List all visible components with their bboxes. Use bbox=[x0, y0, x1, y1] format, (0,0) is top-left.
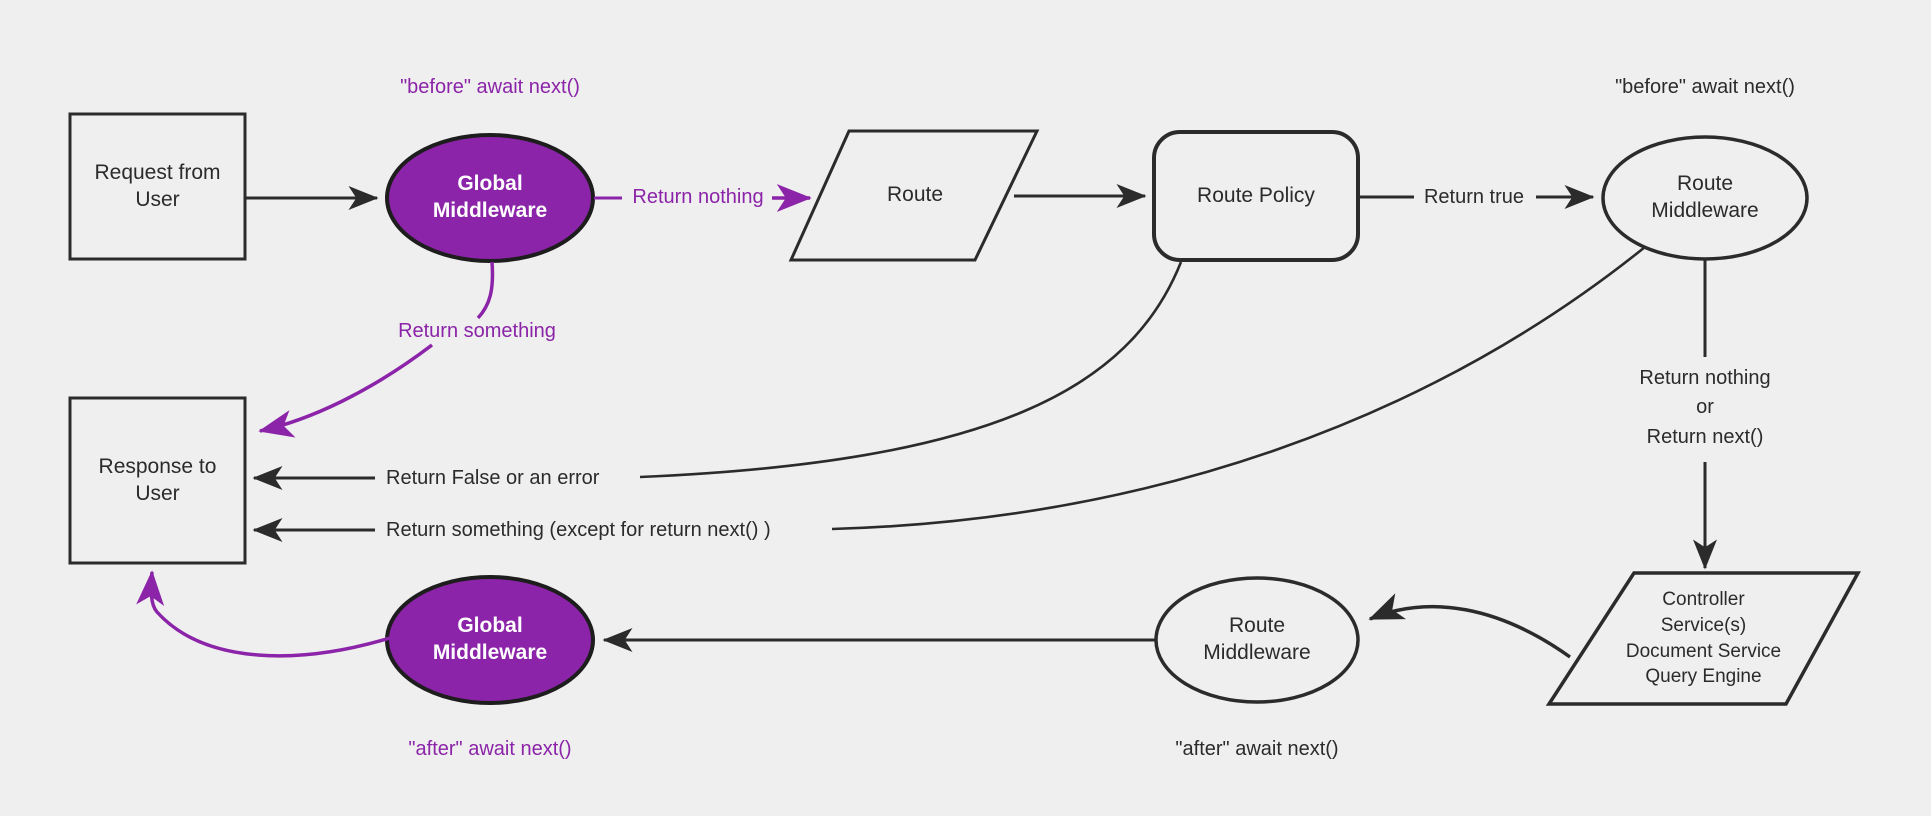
edge-global-middleware-bottom-to-response bbox=[136, 570, 391, 658]
node-route-middleware-top bbox=[1601, 135, 1809, 261]
edge-route-middleware-to-return-something-except-curve bbox=[831, 245, 1646, 531]
annotation-after-await-next-left: "after" await next() bbox=[408, 738, 572, 760]
node-route-policy bbox=[1152, 130, 1360, 262]
edge-label-return-something-except: Return something (except for return next… bbox=[386, 519, 771, 541]
node-global-middleware-bottom bbox=[385, 575, 595, 705]
edge-label-return-nothing: Return nothing bbox=[632, 186, 764, 208]
edge-global-middleware-top-to-response bbox=[476, 261, 495, 320]
node-controller-stack bbox=[1545, 571, 1861, 706]
edge-controller-to-route-middleware-bottom bbox=[1368, 593, 1572, 659]
edge-return-something-to-response bbox=[258, 343, 434, 438]
annotation-after-await-next-right: "after" await next() bbox=[1175, 738, 1339, 760]
edge-label-return-nothing-or-next-line2: or bbox=[1696, 396, 1714, 418]
node-route bbox=[788, 129, 1040, 262]
node-route-middleware-bottom bbox=[1154, 576, 1360, 704]
node-response-to-user bbox=[68, 396, 247, 565]
edge-label-return-nothing-or-next-line3: Return next() bbox=[1646, 426, 1764, 448]
edge-label-return-nothing-or-next-line1: Return nothing bbox=[1639, 367, 1771, 389]
edge-label-return-false-or-error: Return False or an error bbox=[386, 467, 600, 489]
edge-label-return-something: Return something bbox=[398, 320, 556, 342]
annotation-before-await-next-left: "before" await next() bbox=[400, 76, 580, 98]
annotation-before-await-next-right: "before" await next() bbox=[1615, 76, 1795, 98]
node-request-from-user bbox=[68, 112, 247, 261]
edge-route-policy-to-return-false-curve bbox=[639, 261, 1183, 479]
node-global-middleware-top bbox=[385, 133, 595, 263]
edge-label-return-true: Return true bbox=[1423, 186, 1525, 208]
